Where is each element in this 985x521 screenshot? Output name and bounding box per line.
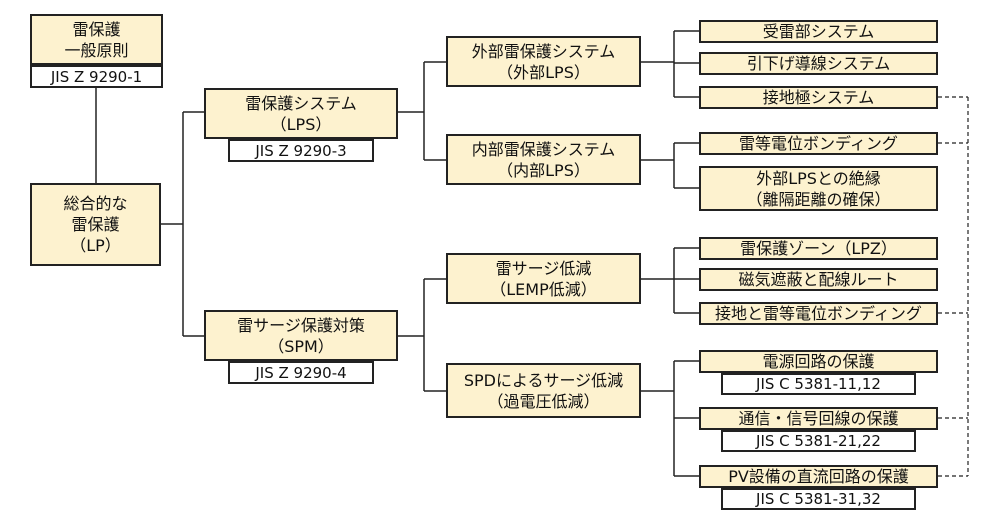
isolation-line-2: （離隔距離の確保） — [746, 189, 891, 209]
general-principles-line-2: 一般原則 — [64, 40, 129, 60]
lpz-box: 雷保護ゾーン（LPZ） — [699, 237, 938, 260]
lemp-line-2: （LEMP低減） — [490, 279, 597, 299]
general-principles-box: 雷保護 一般原則 — [30, 14, 163, 65]
spm-line-1: 雷サージ保護対策 — [237, 315, 365, 335]
magnetic-shielding-box: 磁気遮蔽と配線ルート — [699, 268, 938, 291]
signal-line-standard: JIS C 5381-21,22 — [721, 430, 916, 452]
down-conductor-system-box: 引下げ導線システム — [699, 52, 938, 75]
air-termination-system-box: 受雷部システム — [699, 20, 938, 43]
external-lps-line-1: 外部雷保護システム — [471, 41, 616, 61]
spd-reduction-box: SPDによるサージ低減 （過電圧低減） — [446, 363, 641, 418]
pv-dc-protection-box: PV設備の直流回路の保護 — [699, 465, 938, 488]
power-circuit-standard: JIS C 5381-11,12 — [721, 373, 916, 395]
lps-box: 雷保護システム （LPS） — [204, 88, 398, 139]
isolation-box: 外部LPSとの絶縁 （離隔距離の確保） — [699, 166, 938, 211]
spm-line-2: （SPM） — [268, 336, 334, 356]
lemp-reduction-box: 雷サージ低減 （LEMP低減） — [446, 253, 641, 304]
lps-standard: JIS Z 9290-3 — [228, 139, 374, 162]
isolation-line-1: 外部LPSとの絶縁 — [756, 168, 881, 188]
external-lps-box: 外部雷保護システム （外部LPS） — [446, 36, 641, 87]
external-lps-line-2: （外部LPS） — [497, 62, 590, 82]
internal-lps-line-2: （内部LPS） — [497, 160, 590, 180]
lps-line-2: （LPS） — [270, 114, 332, 134]
power-circuit-protection-box: 電源回路の保護 — [699, 350, 938, 373]
lp-line-3: （LP） — [70, 236, 121, 255]
general-principles-standard: JIS Z 9290-1 — [30, 65, 163, 88]
spm-standard: JIS Z 9290-4 — [228, 361, 374, 384]
earth-termination-system-box: 接地極システム — [699, 86, 938, 109]
pv-dc-standard: JIS C 5381-31,32 — [721, 488, 916, 510]
internal-lps-box: 内部雷保護システム （内部LPS） — [446, 134, 641, 185]
lp-line-2: 雷保護 — [71, 215, 120, 234]
spm-box: 雷サージ保護対策 （SPM） — [204, 310, 398, 361]
lps-line-1: 雷保護システム — [245, 93, 357, 113]
lp-line-1: 総合的な — [63, 194, 128, 213]
lightning-protection-box: 総合的な 雷保護 （LP） — [30, 183, 161, 266]
spd-line-2: （過電圧低減） — [487, 391, 600, 411]
earthing-bonding-box: 接地と雷等電位ボンディング — [699, 302, 938, 325]
signal-line-protection-box: 通信・信号回線の保護 — [699, 407, 938, 430]
lemp-line-1: 雷サージ低減 — [495, 258, 592, 278]
internal-lps-line-1: 内部雷保護システム — [471, 139, 616, 159]
spd-line-1: SPDによるサージ低減 — [463, 370, 624, 390]
general-principles-line-1: 雷保護 — [72, 19, 121, 39]
equipotential-bonding-box: 雷等電位ボンディング — [699, 132, 938, 155]
